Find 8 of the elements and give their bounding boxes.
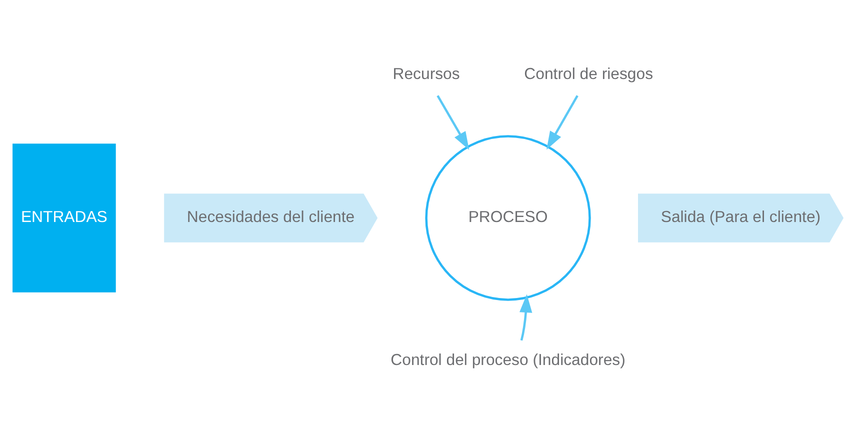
node-text: Control de riesgos: [524, 66, 654, 83]
arrow: [520, 294, 532, 340]
arrow: [546, 94, 578, 150]
node-box: ENTRADAS: [12, 143, 116, 292]
node-text: Recursos: [392, 66, 460, 83]
node-circle: PROCESO: [425, 134, 591, 300]
arrow: [436, 94, 470, 150]
node-text: Control del proceso (Indicadores): [390, 352, 626, 369]
